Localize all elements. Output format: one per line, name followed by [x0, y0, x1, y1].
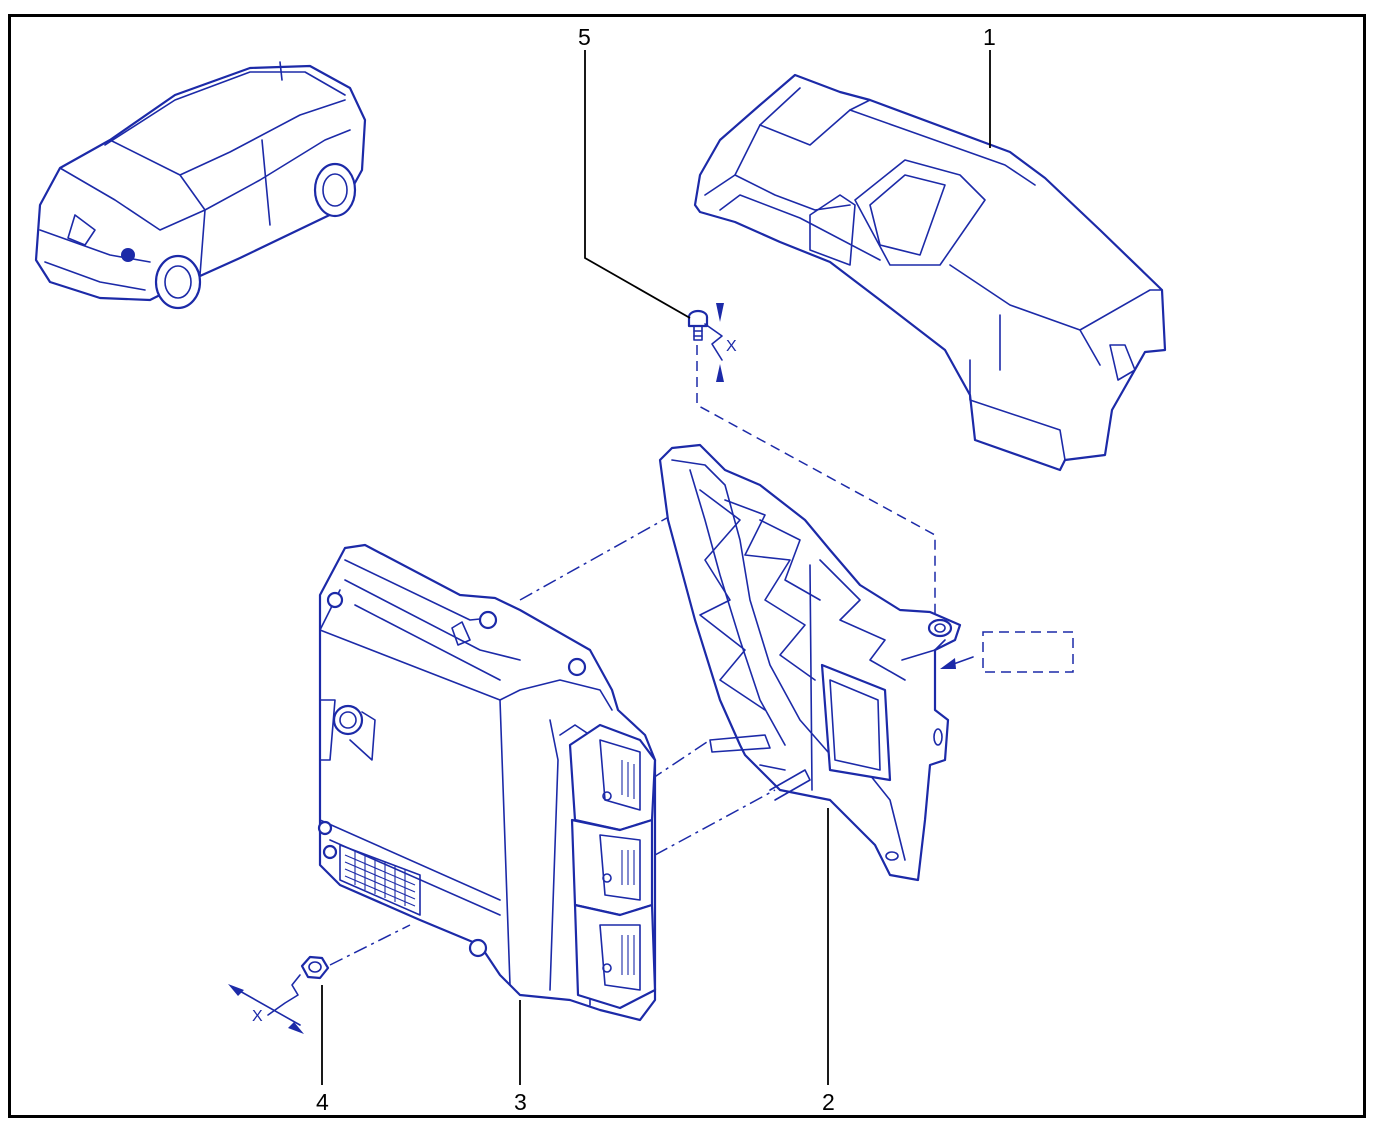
callout-3: 3	[514, 1089, 527, 1115]
vehicle-thumbnail	[34, 61, 367, 310]
part-5-bolt	[687, 303, 724, 382]
callout-5: 5	[578, 24, 591, 50]
assembly-guide-lines	[329, 345, 1074, 966]
part-4-nut	[228, 955, 330, 1034]
part-3-ecu	[317, 543, 657, 1022]
nut-tightening-mark: X	[252, 1008, 263, 1025]
bolt-tightening-mark: X	[726, 338, 737, 355]
part-1-cover	[693, 73, 1167, 472]
callout-1: 1	[983, 24, 996, 50]
callout-4: 4	[316, 1089, 329, 1115]
diagram-frame	[8, 14, 1366, 1118]
part-2-bracket	[658, 443, 962, 882]
callout-leaders	[321, 50, 991, 1085]
callout-2: 2	[822, 1089, 835, 1115]
